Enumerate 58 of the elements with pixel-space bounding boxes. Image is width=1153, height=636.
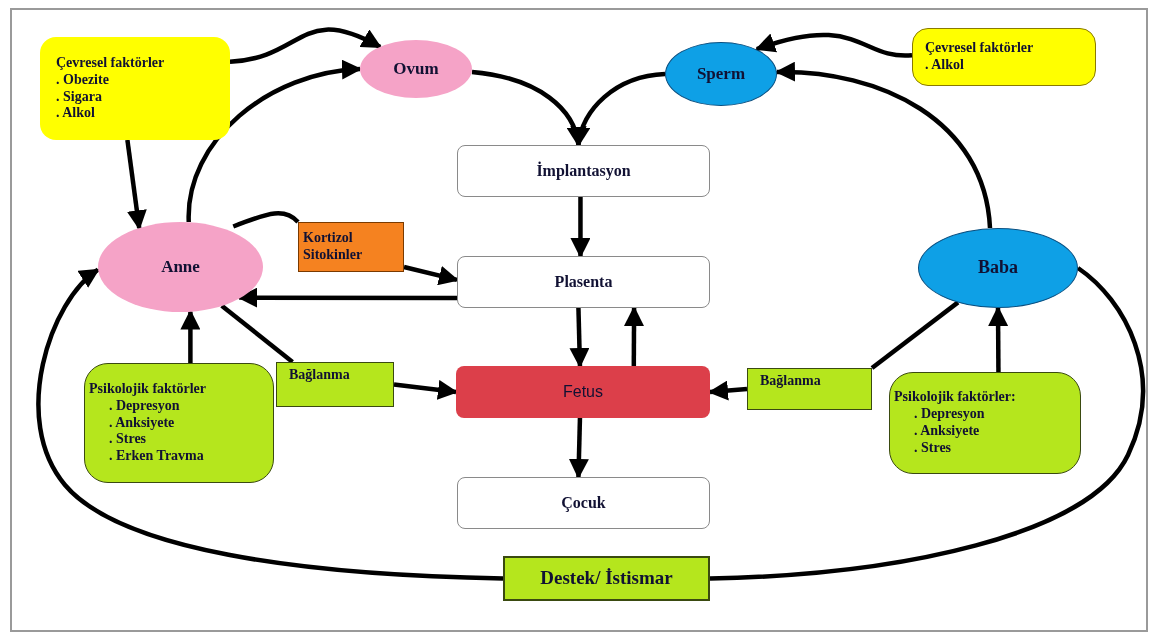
arrow [36, 267, 504, 581]
node-text: Anne [161, 256, 200, 278]
arrow [186, 60, 362, 223]
node-text: . Sigara [56, 88, 102, 106]
arrow [708, 380, 748, 401]
node-text: . Stres [913, 439, 952, 457]
node-text: . Depresyon [913, 406, 985, 423]
process-box [457, 477, 710, 529]
node-text: Çevresel faktörler [925, 40, 1034, 57]
bond-box [747, 368, 872, 410]
arrow [988, 306, 1009, 372]
factor-box [889, 372, 1081, 474]
node-text: Bağlanma [289, 367, 350, 384]
arrow [237, 287, 457, 308]
node-text: . Anksiyete [108, 414, 175, 432]
node-text: . Stres [108, 431, 147, 449]
arrow [569, 307, 590, 368]
arrow [570, 197, 591, 258]
node-text: Destek/ İstismar [540, 567, 673, 590]
node-text: Ovum [393, 58, 439, 80]
node-text: Sperm [696, 63, 746, 85]
hormone-box [298, 222, 404, 272]
arrow [125, 139, 147, 231]
node-text: Plasenta [554, 272, 613, 292]
arrow [754, 32, 913, 58]
factor-box [40, 37, 230, 140]
arrow [229, 27, 382, 64]
factor-box [912, 28, 1096, 86]
node-text: Sitokinler [303, 247, 363, 264]
support-box [503, 556, 710, 601]
arrow [571, 71, 666, 147]
arrow [568, 417, 589, 479]
node-text: . Erken Travma [108, 448, 204, 465]
node-text: İmplantasyon [536, 161, 631, 181]
arrow [775, 62, 993, 229]
bond-box [276, 362, 394, 407]
factor-box [84, 363, 274, 483]
node-text: Bağlanma [760, 373, 821, 390]
fetus-box [456, 366, 710, 418]
process-box [457, 145, 710, 197]
node-text: Psikolojik faktörler [89, 381, 207, 398]
node-text: Baba [978, 257, 1018, 279]
node-text: Psikolojik faktörler: [894, 389, 1016, 407]
process-box [457, 256, 710, 308]
node-text: . Alkol [56, 105, 95, 123]
ellipse-node [360, 40, 472, 98]
arrow [393, 379, 458, 400]
arrow [624, 306, 644, 366]
arrow [403, 264, 459, 286]
node-text: . Alkol [925, 57, 964, 74]
node-text: Çocuk [561, 493, 606, 513]
node-text: . Anksiyete [913, 423, 980, 440]
node-text: Fetus [563, 382, 603, 402]
node-text: . Obezite [56, 71, 109, 89]
arrow [180, 309, 201, 363]
node-text: Kortizol [303, 230, 353, 247]
node-text: . Depresyon [108, 397, 180, 415]
node-text: Çevresel faktörler [56, 54, 165, 72]
